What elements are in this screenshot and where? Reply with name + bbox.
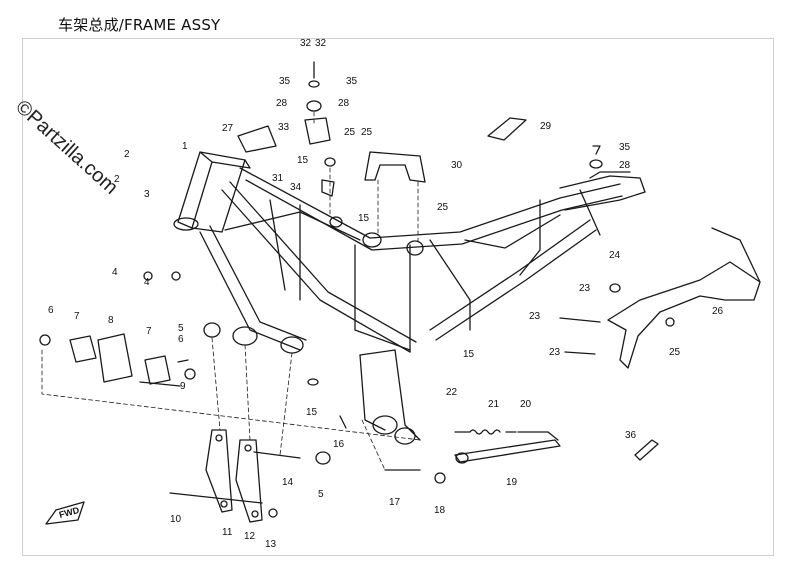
callout-17: 17 [389, 497, 401, 508]
callout-22: 22 [446, 387, 458, 398]
callout-14: 14 [282, 477, 294, 488]
callout-15: 15 [297, 155, 309, 166]
engine-hanger-plates [205, 429, 263, 523]
rear-footrest-bracket [607, 227, 761, 369]
callout-33: 33 [278, 122, 290, 133]
callout-28: 28 [338, 98, 350, 109]
lever-36 [634, 439, 659, 461]
callout-1: 1 [182, 141, 188, 152]
rear-subframe-tail [559, 171, 646, 211]
callout-7: 7 [74, 311, 80, 322]
callout-25: 25 [669, 347, 681, 358]
callout-32: 32 [315, 38, 327, 49]
callout-16: 16 [333, 439, 345, 450]
callout-10: 10 [170, 514, 182, 525]
callout-25: 25 [344, 127, 356, 138]
main-frame-rails [199, 167, 623, 353]
pivot-bushing-assembly [69, 333, 189, 385]
callout-23: 23 [579, 283, 591, 294]
callout-15: 15 [463, 349, 475, 360]
callout-28: 28 [276, 98, 288, 109]
callout-12: 12 [244, 531, 256, 542]
callout-35: 35 [279, 76, 291, 87]
callout-26: 26 [712, 306, 724, 317]
callout-15: 15 [358, 213, 370, 224]
side-stand [454, 431, 561, 464]
assembly-reference-lines [41, 111, 421, 471]
fwd-arrow-label: FWD [58, 505, 81, 520]
steering-head-tube [173, 151, 251, 233]
top-brackets [237, 117, 426, 197]
callout-6: 6 [48, 305, 54, 316]
callout-20: 20 [520, 399, 532, 410]
callout-3: 3 [144, 189, 150, 200]
callout-5: 5 [178, 323, 184, 334]
callout-25: 25 [361, 127, 373, 138]
callout-32: 32 [300, 38, 312, 49]
callout-27: 27 [222, 123, 234, 134]
callout-29: 29 [540, 121, 552, 132]
callout-24: 24 [609, 250, 621, 261]
callout-25: 25 [437, 202, 449, 213]
bracket-29 [487, 117, 527, 141]
callout-8: 8 [108, 315, 114, 326]
upper-stud-stack [306, 61, 322, 112]
callout-2: 2 [124, 149, 130, 160]
callout-18: 18 [434, 505, 446, 516]
callout-30: 30 [451, 160, 463, 171]
callout-2: 2 [114, 174, 120, 185]
callout-31: 31 [272, 173, 284, 184]
callout-7: 7 [146, 326, 152, 337]
callout-9: 9 [180, 381, 186, 392]
callout-36: 36 [625, 430, 637, 441]
callout-21: 21 [488, 399, 500, 410]
engine-mount-bosses [232, 232, 424, 445]
callout-34: 34 [290, 182, 302, 193]
callout-4: 4 [144, 277, 150, 288]
callout-11: 11 [222, 527, 233, 538]
callout-5: 5 [318, 489, 324, 500]
diagram-border [22, 38, 774, 556]
callout-6: 6 [178, 334, 184, 345]
callout-35: 35 [619, 142, 631, 153]
callout-23: 23 [549, 347, 561, 358]
stand-spring [454, 429, 549, 435]
callout-28: 28 [619, 160, 631, 171]
callout-35: 35 [346, 76, 358, 87]
long-bolts [139, 317, 601, 504]
rear-bolt-stack [589, 145, 603, 169]
fwd-arrow-shape [45, 501, 85, 525]
callout-15: 15 [306, 407, 318, 418]
callout-23: 23 [529, 311, 541, 322]
callout-19: 19 [506, 477, 518, 488]
callout-4: 4 [112, 267, 118, 278]
lower-pivot-section [359, 349, 421, 441]
callout-13: 13 [265, 539, 277, 550]
diagram-title: 车架总成/FRAME ASSY [58, 16, 221, 34]
nuts-and-washers [39, 157, 675, 518]
